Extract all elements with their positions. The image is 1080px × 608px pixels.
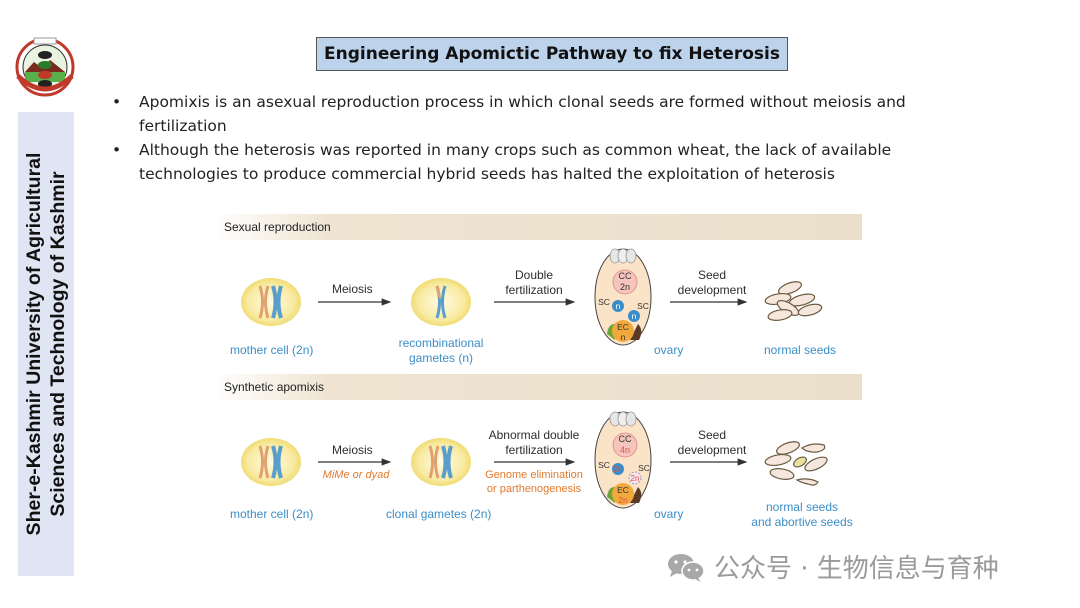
label-line: fertilization: [505, 283, 563, 297]
label-mother-cell-apomixis: mother cell (2n): [230, 507, 314, 521]
ovary-apomixis: [594, 411, 652, 509]
label-line: Abnormal double: [488, 428, 580, 442]
cc-ploidy-sexual: 2n: [620, 282, 630, 292]
sc1-label-apomixis: SC: [598, 460, 610, 470]
mother-cell-apomixis: [241, 438, 301, 486]
label-line: Seed: [697, 428, 727, 442]
university-emblem-icon: [15, 37, 75, 97]
bullet-text-line: Apomixis is an asexual reproduction proc…: [139, 93, 906, 111]
seeds-mixed-icon: [764, 441, 828, 486]
sc2-ploidy-sexual: n: [632, 311, 637, 321]
label-clonal-gametes: clonal gametes (2n): [386, 507, 492, 521]
sidebar-band: [18, 112, 74, 576]
section-band-apomixis: Synthetic apomixis: [212, 374, 862, 400]
cc-ploidy-apomixis: 4n: [620, 445, 630, 455]
label-line: Genome elimination: [485, 469, 583, 481]
sc2-label-sexual: SC: [637, 301, 649, 311]
sc2-label-apomixis: SC: [638, 463, 650, 473]
slide-title-box: Engineering Apomictic Pathway to fix Het…: [316, 37, 788, 71]
section-label-sexual: Sexual reproduction: [224, 220, 331, 234]
label-line: fertilization: [505, 443, 563, 457]
cc-label-sexual: CC: [619, 271, 632, 281]
section-band-sexual: Sexual reproduction: [212, 214, 862, 240]
label-line: recombinational: [398, 336, 484, 350]
institution-name-line2: Sciences and Technology of Kashmir: [47, 171, 69, 517]
label-line: or parthenogenesis: [486, 483, 582, 495]
label-ovary-apomixis: ovary: [654, 507, 684, 521]
bullet-text-line: fertilization: [139, 117, 227, 135]
bullet-item: • Apomixis is an asexual reproduction pr…: [112, 90, 992, 138]
bullet-text-line: Although the heterosis was reported in m…: [139, 141, 892, 159]
bullet-dot: •: [112, 93, 122, 111]
mother-cell-sexual: [241, 278, 301, 326]
label-seed-development-sexual: Seed development: [674, 268, 750, 298]
label-meiosis-sexual: Meiosis: [332, 282, 373, 296]
institution-name-line1: Sher-e-Kashmir University of Agricultura…: [23, 152, 45, 536]
label-ovary-sexual: ovary: [654, 343, 684, 357]
seeds-normal-icon: [764, 281, 823, 321]
label-mother-cell-sexual: mother cell (2n): [230, 343, 314, 357]
label-line: and abortive seeds: [751, 515, 853, 529]
sc2-ploidy-apomixis: 2n: [631, 474, 640, 483]
slide-title: Engineering Apomictic Pathway to fix Het…: [324, 44, 780, 64]
ec-label-sexual: EC: [617, 322, 629, 332]
ec-label-apomixis: EC: [617, 485, 629, 495]
institution-name: Sher-e-Kashmir University of Agricultura…: [22, 153, 70, 536]
gamete-cell-apomixis: [411, 438, 471, 486]
label-recombinational-gametes: recombinational gametes (n): [395, 336, 487, 366]
apomixis-diagram: Sexual reproduction: [212, 212, 868, 538]
ec-ploidy-sexual: n: [621, 332, 626, 342]
label-line: development: [677, 283, 747, 297]
ec-ploidy-apomixis: 2n: [618, 495, 628, 505]
sc1-label-sexual: SC: [598, 297, 610, 307]
label-mime-or-dyad: MiMe or dyad: [322, 469, 390, 481]
sc1-ploidy-sexual: n: [616, 301, 621, 311]
label-seed-development-apomixis: Seed development: [674, 428, 750, 458]
watermark-text: 公众号 · 生物信息与育种: [714, 554, 999, 584]
ovary-sexual: [594, 248, 652, 346]
bullet-item: • Although the heterosis was reported in…: [112, 138, 992, 186]
gamete-cell-sexual: [411, 278, 471, 326]
bullet-text-line: technologies to produce commercial hybri…: [139, 165, 835, 183]
watermark: 公众号 · 生物信息与育种: [666, 548, 999, 585]
bullet-dot: •: [112, 141, 122, 159]
label-line: development: [677, 443, 747, 457]
label-double-fertilization: Double fertilization: [496, 268, 572, 298]
label-normal-and-abortive-seeds: normal seeds and abortive seeds: [742, 500, 862, 530]
sc1-ploidy-apomixis: 2n: [614, 465, 623, 474]
label-line: Double: [514, 268, 554, 282]
diagram-graphics: CC 2n SC n SC n EC n CC 4n SC 2n SC 2n E…: [241, 248, 828, 509]
label-line: gametes (n): [408, 351, 474, 365]
label-normal-seeds: normal seeds: [764, 343, 837, 357]
label-abnormal-double-fertilization: Abnormal double fertilization: [484, 428, 584, 458]
bullet-list: • Apomixis is an asexual reproduction pr…: [112, 90, 992, 186]
wechat-icon: [668, 553, 705, 582]
label-genome-elimination: Genome elimination or parthenogenesis: [480, 468, 588, 496]
label-meiosis-apomixis: Meiosis: [332, 443, 373, 457]
label-line: Seed: [697, 268, 727, 282]
cc-label-apomixis: CC: [619, 434, 632, 444]
section-label-apomixis: Synthetic apomixis: [224, 380, 325, 394]
label-line: normal seeds: [765, 500, 839, 514]
